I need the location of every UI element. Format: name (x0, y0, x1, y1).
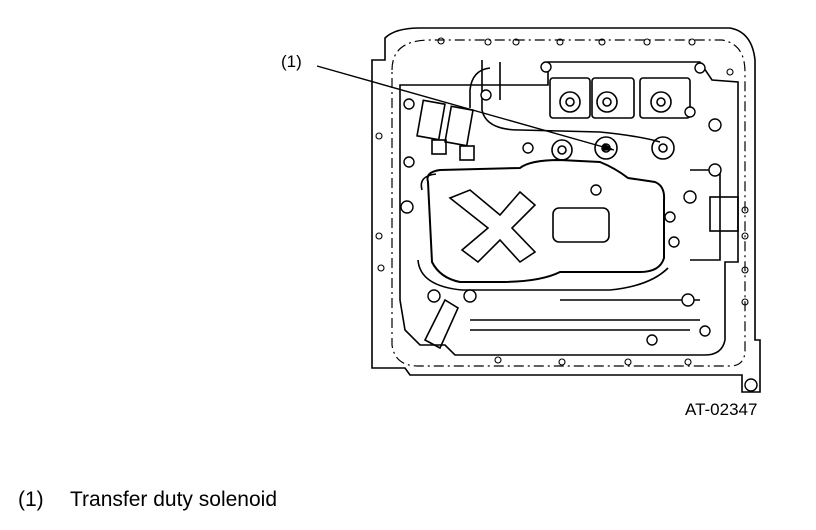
housing-outline (371, 27, 761, 393)
figure-id: AT-02347 (685, 400, 758, 419)
wiring-harness (469, 60, 661, 143)
valve-body-diagram (316, 27, 761, 393)
legend-number: (1) (18, 488, 44, 511)
lower-bracket (423, 298, 460, 350)
legend-item: (1) Transfer duty solenoid (18, 488, 277, 512)
legend-label: Transfer duty solenoid (70, 488, 277, 511)
connector-blocks (416, 99, 475, 161)
callout-leader-line (316, 65, 615, 151)
callout-arrowhead (602, 143, 614, 151)
filter-pad (552, 207, 610, 243)
strainer-outline (426, 158, 666, 283)
valve-body-plate (399, 61, 739, 356)
gasket-line (391, 39, 746, 367)
x-rib (448, 189, 537, 264)
solenoid-row (549, 77, 691, 161)
callout-number: (1) (281, 52, 302, 71)
